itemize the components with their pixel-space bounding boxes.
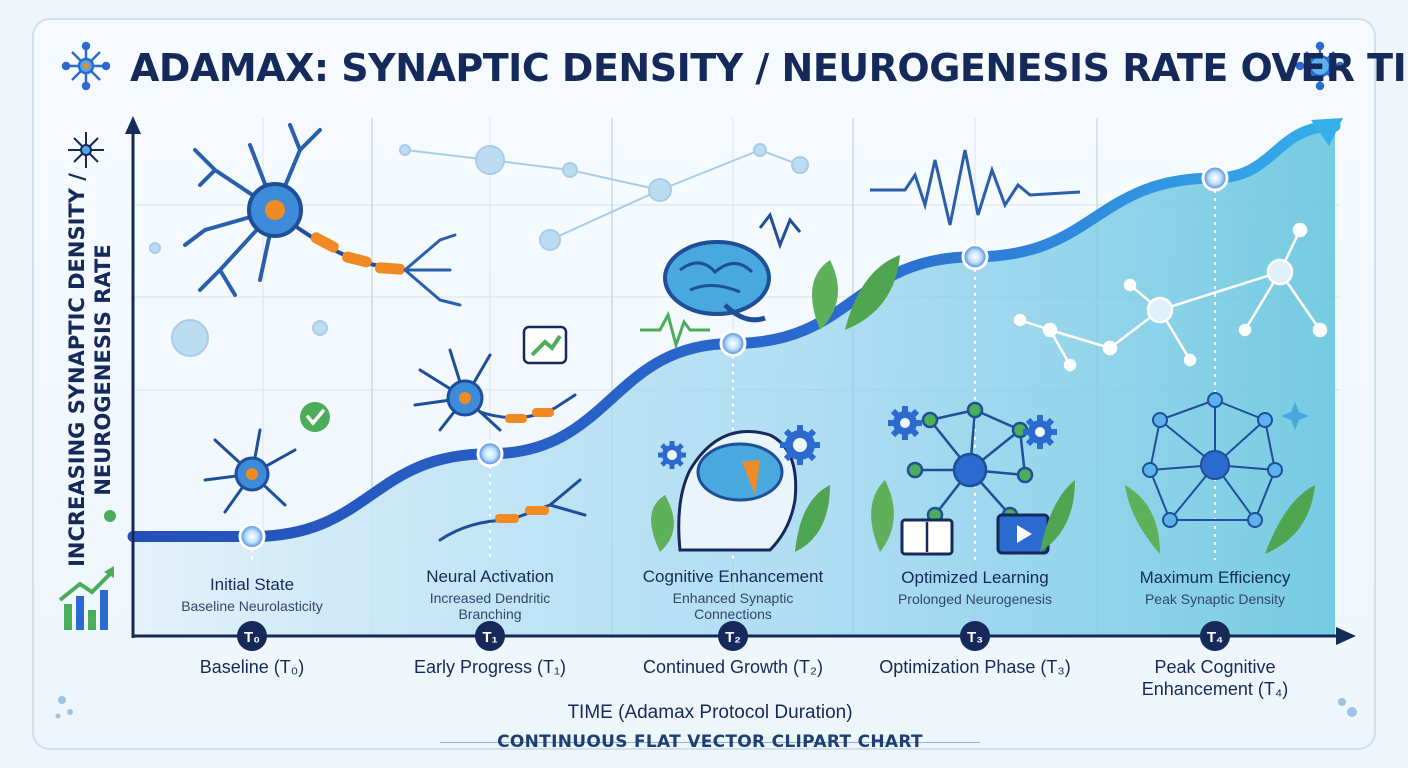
stage-description: Baseline Neurolasticity [181,598,323,614]
tick-badge-circle [960,621,990,651]
x-axis-arrow [1336,627,1356,645]
waveform-icon [870,149,1081,226]
stage-description: Enhanced Synaptic Connections [672,590,794,622]
leaf-icon [651,485,830,552]
head-brain-icon [677,430,798,552]
video-icon [996,513,1050,555]
y-axis-arrow [125,116,141,134]
tick-symbol: T₄ [1207,629,1223,646]
stage-title: Cognitive Enhancement [642,567,824,586]
dot-accent [104,510,116,522]
tick-badge: T₁ [475,621,505,651]
growth-chart-icon [522,325,568,365]
data-point [1201,164,1229,192]
sparkle-icon [1281,402,1309,430]
x-tick-label: Baseline (T₀) [199,657,305,677]
neuron-icon [413,348,587,542]
leaf-icon [812,255,900,330]
network-icon [149,143,809,357]
data-points [238,164,1229,551]
neuron-icon [1295,41,1345,91]
data-point [719,329,747,357]
tick-badge: T₂ [718,621,748,651]
tick-symbol: T₃ [967,629,983,646]
tick-badge-circle [718,621,748,651]
stage-description: Increased Dendritic Branching [429,590,551,622]
neuron-icon [183,123,462,307]
gear-icon [888,406,922,440]
neuron-icon [203,428,297,514]
tick-badge-circle [237,621,267,651]
waveform-icon [758,211,802,250]
data-point [238,523,266,551]
tick-symbol: T₀ [244,629,260,646]
stage-title: Neural Activation [426,567,554,586]
chart-caption: CONTINUOUS FLAT VECTOR CLIPART CHART [497,732,923,752]
curve-arrowhead [1311,118,1343,146]
network-icon [1013,222,1328,372]
book-icon [900,518,954,556]
tick-badges: T₀ T₁ T₂ T₃ T₄ [237,621,1230,651]
tick-symbol: T₁ [482,629,497,646]
chart-title: ADAMAX: SYNAPTIC DENSITY / NEUROGENESIS … [130,46,1408,90]
network-icon [1142,392,1283,528]
tick-badge-circle [1200,621,1230,651]
gear-icon [658,441,686,469]
gear-icon [1023,415,1057,449]
x-axis-label: TIME (Adamax Protocol Duration) [567,702,853,723]
tick-badge: T₀ [237,621,267,651]
snowflake-neuron-icon [68,132,104,168]
check-icon [300,402,330,432]
gear-icon [780,425,820,465]
stage-description: Peak Synaptic Density [1144,591,1286,607]
y-axis-label: INCREASING SYNAPTIC DENSITY / NEUROGENES… [65,173,115,567]
x-tick-label: Early Progress (T₁) [413,657,567,677]
x-tick-label: Optimization Phase (T₃) [879,657,1071,677]
decor-dots [55,696,1357,719]
growth-chart-icon [58,566,114,630]
tick-badge-circle [475,621,505,651]
leaf-icon [871,480,1075,552]
snowflake-neuron-icon [61,41,111,91]
stage-title: Maximum Efficiency [1139,568,1291,587]
stage-title: Initial State [209,575,295,594]
stage-description: Prolonged Neurogenesis [897,591,1053,607]
x-tick-label: Continued Growth (T₂) [642,657,824,677]
tick-badge: T₃ [960,621,990,651]
tick-badge: T₄ [1200,621,1230,651]
data-point [961,243,989,271]
tick-symbol: T₂ [725,629,741,646]
leaf-icon [1125,485,1315,554]
x-tick-label: Peak Cognitive Enhancement (T₄) [1141,657,1289,699]
data-point [476,440,504,468]
stage-title: Optimized Learning [901,568,1049,587]
caption-divider [440,742,980,743]
brain-icon [663,240,771,323]
waveform-icon [640,310,710,351]
